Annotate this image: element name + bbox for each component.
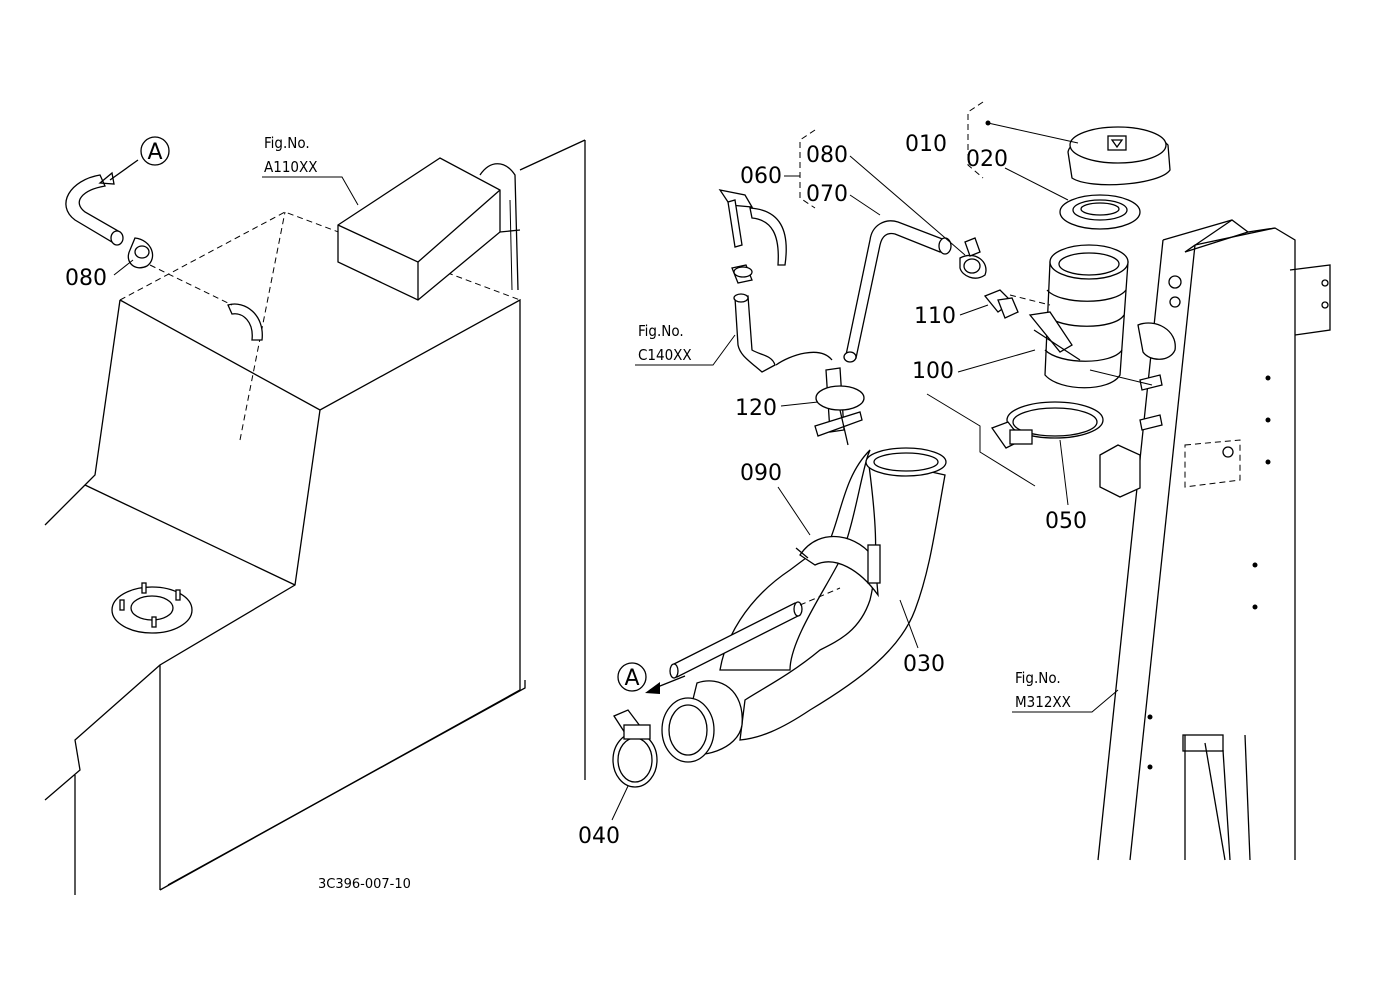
label-110: 110 (914, 304, 956, 329)
fig-ref-number: C140XX (638, 346, 692, 364)
callout-marker-a-top: A (140, 136, 170, 166)
label-020: 020 (966, 147, 1008, 172)
filler-gasket-020 (1059, 194, 1141, 230)
callout-a-text: A (624, 666, 639, 691)
frame-m312 (1097, 219, 1331, 861)
label-050: 050 (1045, 509, 1087, 534)
drawing-code: 3C396-007-10 (318, 877, 411, 892)
fig-ref-prefix: Fig.No. (638, 322, 684, 340)
group-bracket-010 (967, 101, 984, 179)
fig-ref-prefix: Fig.No. (264, 134, 310, 152)
label-040: 040 (578, 824, 620, 849)
vent-hose-060 (718, 189, 833, 373)
filler-hose-030 (661, 447, 947, 763)
label-080-left: 080 (65, 266, 107, 291)
fig-ref-number: A110XX (264, 158, 317, 176)
filler-neck-100 (1009, 244, 1153, 389)
vent-clamp-080-right (959, 237, 987, 279)
fig-ref-a110xx: Fig.No. A110XX (262, 134, 359, 206)
fuel-tank (44, 139, 586, 895)
group-bracket-060 (799, 129, 816, 209)
fig-ref-c140xx: Fig.No. C140XX (635, 322, 736, 366)
fitting-110 (983, 289, 1019, 319)
label-090: 090 (740, 461, 782, 486)
vent-hose-070 (843, 220, 952, 363)
tank-gauge-ring (111, 582, 193, 634)
label-010: 010 (905, 132, 947, 157)
label-030: 030 (903, 652, 945, 677)
band-090 (795, 535, 881, 598)
callout-marker-a-bottom: A (617, 662, 686, 694)
label-070: 070 (806, 182, 848, 207)
filler-cap-010 (1067, 126, 1171, 186)
fig-ref-prefix: Fig.No. (1015, 669, 1061, 687)
breather-hose (669, 587, 841, 679)
fig-ref-m312xx: Fig.No. M312XX (1012, 669, 1119, 713)
left-hose-assembly (65, 159, 154, 269)
callout-a-text: A (147, 140, 162, 165)
reservoir-block (337, 157, 521, 301)
hose-clamp-040 (612, 709, 658, 788)
fig-ref-number: M312XX (1015, 693, 1071, 711)
hose-clamp-050 (990, 401, 1104, 449)
label-060: 060 (740, 164, 782, 189)
label-100: 100 (912, 359, 954, 384)
label-120: 120 (735, 396, 777, 421)
label-080-right: 080 (806, 143, 848, 168)
clip-120 (814, 367, 865, 446)
